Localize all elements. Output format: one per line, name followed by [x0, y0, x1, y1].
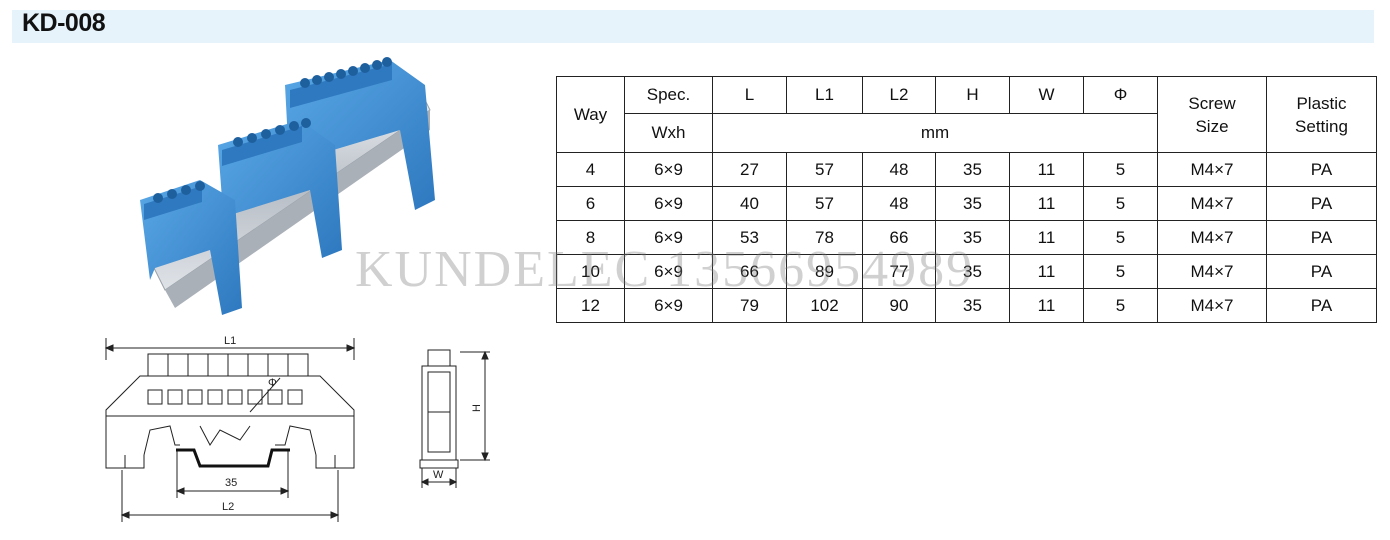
label-H: H: [471, 404, 483, 412]
table-cell: 4: [556, 152, 625, 187]
table-cell: 48: [862, 152, 936, 187]
table-cell: 35: [935, 220, 1010, 255]
table-cell: 5: [1083, 152, 1158, 187]
label-L1: L1: [224, 335, 236, 347]
table-cell: 77: [862, 254, 936, 289]
table-cell: 6×9: [624, 254, 713, 289]
table-cell: 57: [786, 186, 863, 221]
table-cell: 89: [786, 254, 863, 289]
table-cell: 27: [712, 152, 787, 187]
header-way: Way: [556, 76, 625, 153]
table-cell: 11: [1009, 186, 1084, 221]
table-cell: 66: [712, 254, 787, 289]
title-band: [12, 10, 1374, 43]
table-cell: 35: [935, 152, 1010, 187]
table-cell: 6: [556, 186, 625, 221]
table-cell: PA: [1266, 288, 1377, 323]
header-H: H: [935, 76, 1010, 114]
header-L1: L1: [786, 76, 863, 114]
table-cell: 5: [1083, 288, 1158, 323]
header-L: L: [712, 76, 787, 114]
table-cell: 8: [556, 220, 625, 255]
label-phi: Φ: [268, 377, 277, 389]
table-cell: 90: [862, 288, 936, 323]
table-cell: M4×7: [1157, 288, 1267, 323]
table-cell: M4×7: [1157, 186, 1267, 221]
table-cell: 11: [1009, 220, 1084, 255]
table-cell: 102: [786, 288, 863, 323]
table-cell: 57: [786, 152, 863, 187]
table-cell: M4×7: [1157, 254, 1267, 289]
table-cell: PA: [1266, 220, 1377, 255]
table-cell: 35: [935, 186, 1010, 221]
table-cell: 48: [862, 186, 936, 221]
product-photo: [140, 57, 435, 315]
table-cell: 40: [712, 186, 787, 221]
terminal-block-medium: [218, 118, 342, 258]
page-title: KD-008: [22, 9, 106, 37]
table-cell: 78: [786, 220, 863, 255]
header-phi: Φ: [1083, 76, 1158, 114]
table-cell: 11: [1009, 152, 1084, 187]
terminal-block-small: [140, 180, 242, 315]
table-cell: M4×7: [1157, 220, 1267, 255]
table-cell: PA: [1266, 254, 1377, 289]
dimension-drawing: L1 35 L2 Φ H W: [104, 335, 490, 522]
table-cell: 6×9: [624, 220, 713, 255]
watermark: KUNDELEC 13566954989: [355, 241, 975, 298]
table-cell: 6×9: [624, 152, 713, 187]
header-W: W: [1009, 76, 1084, 114]
header-wxh: Wxh: [624, 113, 713, 153]
table-cell: M4×7: [1157, 152, 1267, 187]
table-cell: 5: [1083, 220, 1158, 255]
label-35: 35: [225, 477, 237, 489]
table-cell: 6×9: [624, 186, 713, 221]
table-cell: 6×9: [624, 288, 713, 323]
table-cell: 5: [1083, 254, 1158, 289]
table-cell: 11: [1009, 254, 1084, 289]
label-L2: L2: [222, 501, 234, 513]
label-W: W: [433, 469, 444, 481]
table-cell: PA: [1266, 152, 1377, 187]
table-cell: PA: [1266, 186, 1377, 221]
table-cell: 35: [935, 288, 1010, 323]
terminal-block-large: [285, 57, 435, 210]
table-cell: 5: [1083, 186, 1158, 221]
table-cell: 12: [556, 288, 625, 323]
table-cell: 79: [712, 288, 787, 323]
header-L2: L2: [862, 76, 936, 114]
table-cell: 11: [1009, 288, 1084, 323]
header-spec: Spec.: [624, 76, 713, 114]
header-mm: mm: [712, 113, 1158, 153]
